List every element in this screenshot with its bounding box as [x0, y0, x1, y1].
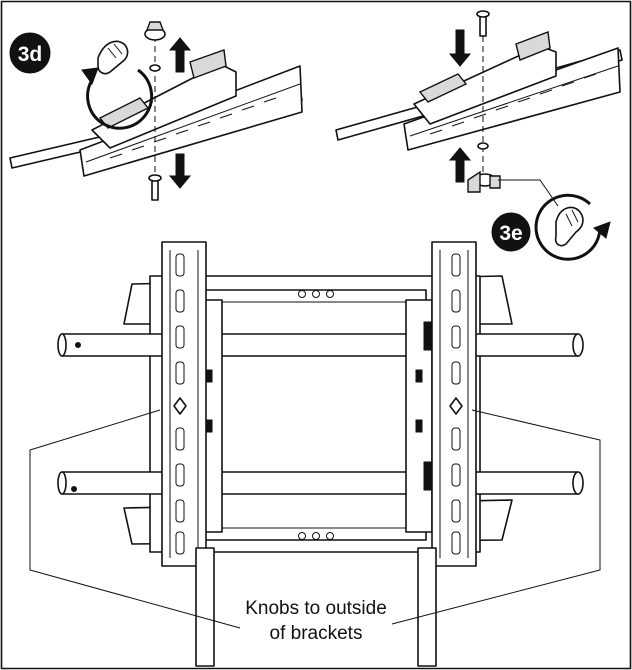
rail-bottom-front [57, 471, 584, 495]
step-3e-illustration: 3e [335, 10, 623, 261]
holes-bottom [298, 532, 334, 540]
front-view-mount [29, 241, 601, 667]
knob-3e [467, 170, 501, 193]
washer-3e [477, 142, 489, 150]
leader-line-3e [498, 179, 559, 207]
washer-3d [149, 64, 161, 72]
caption-line-2: of brackets [269, 623, 363, 644]
step-label-3d: 3d [18, 43, 43, 66]
step-badge-3e [491, 212, 531, 252]
callout-lines [29, 409, 601, 629]
caption: Knobs to outside of brackets [226, 596, 406, 646]
rotate-ccw-icon [81, 40, 154, 130]
step-3d-illustration: 3d [9, 21, 303, 201]
arrow-down-3d [168, 153, 192, 189]
step-badge-3d [9, 32, 51, 74]
holes-top [298, 290, 334, 298]
vertical-bracket-right [417, 241, 477, 667]
arrow-up-3e [448, 147, 472, 183]
caption-line-1: Knobs to outside [245, 598, 387, 619]
step-label-3e: 3e [499, 222, 522, 245]
arrow-down-3e [448, 29, 472, 67]
rail-top-front [57, 333, 584, 357]
vertical-bracket-left [161, 241, 215, 667]
arrow-up-3d [168, 37, 192, 73]
rotate-cw-icon [534, 193, 611, 261]
